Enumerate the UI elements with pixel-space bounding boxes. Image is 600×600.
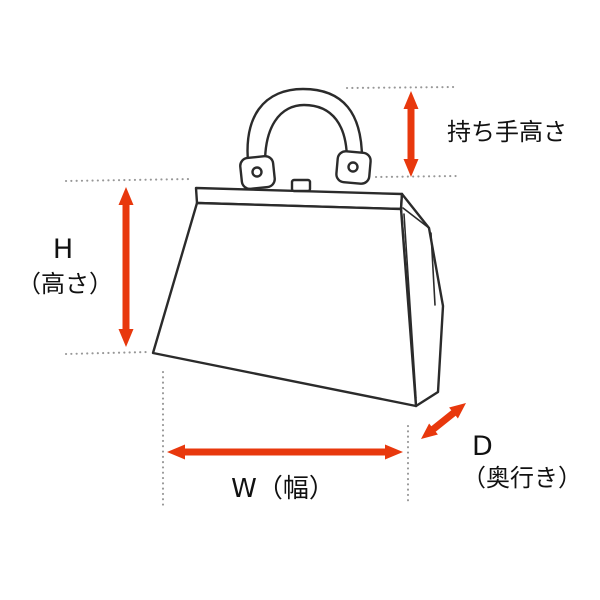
depth-caption-label: （奥行き） bbox=[462, 464, 582, 492]
handle-height-label: 持ち手高さ bbox=[447, 118, 567, 146]
arrow-head-left-icon bbox=[167, 444, 185, 460]
width-arrow bbox=[167, 444, 403, 460]
arrow-shaft bbox=[428, 408, 459, 434]
rivet-left-icon bbox=[251, 166, 263, 178]
height-letter-label: H bbox=[53, 234, 73, 265]
guide-bag-bottom-left bbox=[64, 350, 150, 356]
guide-lines bbox=[64, 85, 460, 507]
flap-side-edge bbox=[402, 207, 430, 229]
arrow-head-down-icon bbox=[403, 159, 419, 177]
arrow-head-lower-left-icon bbox=[421, 423, 438, 439]
gusset-fold-line bbox=[430, 232, 436, 306]
guide-bag-top-right bbox=[374, 174, 460, 179]
height-caption-label: （高さ） bbox=[17, 270, 113, 298]
front-edge-piping bbox=[403, 213, 417, 399]
height-arrow bbox=[118, 187, 134, 347]
arrow-head-right-icon bbox=[385, 444, 403, 460]
arrow-head-up-icon bbox=[118, 187, 134, 205]
guide-handle-top bbox=[345, 85, 460, 90]
rivet-right-icon bbox=[347, 161, 359, 173]
bag-clasp bbox=[290, 178, 312, 193]
arrow-head-up-icon bbox=[403, 91, 419, 109]
guide-bag-top-left bbox=[64, 177, 194, 183]
width-label: W（幅） bbox=[231, 474, 335, 504]
arrow-head-upper-right-icon bbox=[449, 403, 466, 419]
depth-letter-label: D bbox=[472, 431, 493, 462]
depth-arrow bbox=[421, 403, 466, 439]
bag-front-panel bbox=[151, 201, 418, 408]
handbag-illustration bbox=[151, 87, 445, 408]
handle-height-arrow bbox=[403, 91, 419, 177]
arrow-head-down-icon bbox=[118, 329, 134, 347]
